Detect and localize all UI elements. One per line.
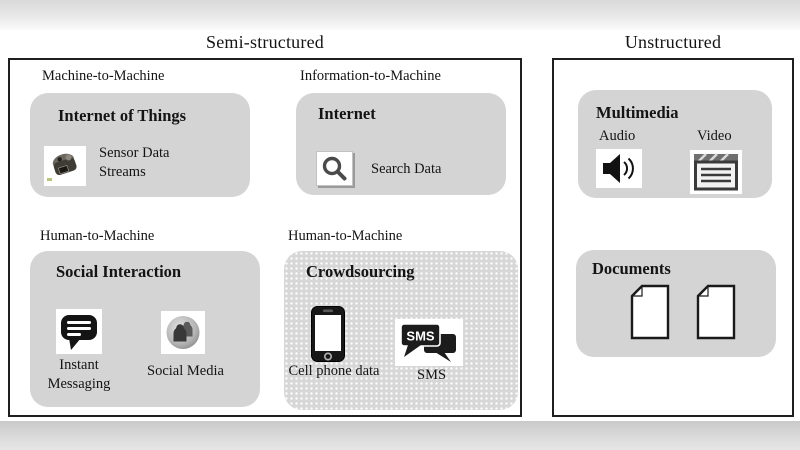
social-media-icon [161,311,205,354]
sms-icon-text: SMS [406,329,435,344]
video-label: Video [697,128,732,144]
multimedia-title: Multimedia [596,103,679,122]
document-page-icon [630,284,670,340]
unstructured-heading: Unstructured [624,32,722,52]
search-data-label: Search Data [371,161,442,177]
audio-icon [596,149,642,188]
cell-phone-data-label: Cell phone data [288,363,380,379]
social-media-label: Social Media [147,363,224,379]
audio-label: Audio [599,128,636,144]
documents-title: Documents [592,259,671,278]
sensor-icon [44,146,86,186]
information-to-machine-label: Information-to-Machine [300,68,441,84]
bottom-gradient-band [0,421,800,450]
cell-phone-icon [310,305,346,363]
video-icon [690,150,742,194]
instant-messaging-icon [56,309,102,354]
instant-messaging-label: Instant Messaging [47,357,111,392]
crowdsourcing-title: Crowdsourcing [306,262,415,281]
social-interaction-title: Social Interaction [56,262,182,281]
document-page-icon [696,284,736,340]
top-gradient-band [0,0,800,30]
internet-title: Internet [318,104,376,123]
sms-icon: SMS [395,319,463,366]
search-icon [316,151,353,186]
sensor-data-streams-label: Sensor Data Streams [99,145,170,180]
semi-structured-heading: Semi-structured [206,32,324,52]
machine-to-machine-label: Machine-to-Machine [42,68,165,84]
internet-of-things-title: Internet of Things [58,106,187,125]
human-to-machine-mid-label: Human-to-Machine [288,228,403,244]
sms-label: SMS [417,367,447,383]
documents-card [576,250,776,357]
human-to-machine-left-label: Human-to-Machine [40,228,155,244]
